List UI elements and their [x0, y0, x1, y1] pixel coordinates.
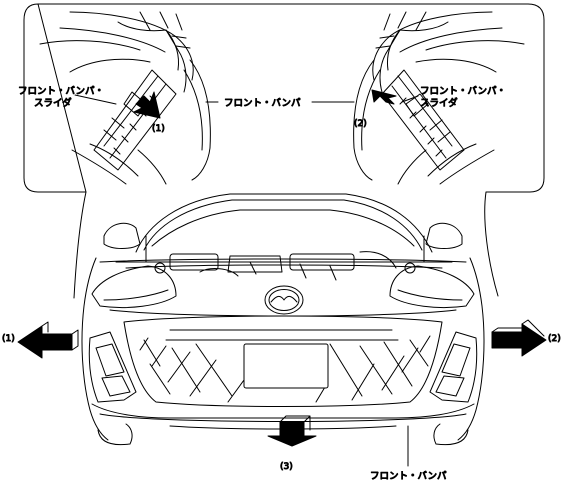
right-mirror [425, 222, 463, 249]
step-inset-left: (1) [152, 124, 165, 134]
label-slider-right-1: フロント・バンパ・ [420, 86, 506, 97]
label-slider-left-2: スライダ [34, 97, 72, 109]
license-plate [243, 343, 329, 389]
inset-right-fender-sketch [353, 11, 525, 185]
right-headlight [389, 265, 475, 309]
right-tire [433, 423, 469, 446]
label-slider-right-2: スライダ [420, 97, 458, 109]
step-arrow-down: (3) [280, 462, 293, 472]
arrow-left [17, 325, 73, 359]
label-slider-left-1: フロント・バンパ・ [18, 86, 104, 97]
left-fog-housing [88, 331, 137, 403]
leader-right-slider [401, 95, 419, 103]
body-outline [81, 257, 485, 441]
inset-left-arrow [133, 91, 161, 119]
step-arrow-left: (1) [2, 334, 15, 344]
emblem [264, 285, 304, 315]
leader-left-slider [74, 94, 117, 105]
detail-inset: フロント・バンパ・ スライダ フロント・バンパ フロント・バンパ・ スライダ (… [18, 3, 545, 299]
direction-arrows [17, 319, 547, 447]
label-bumper-inset: フロント・バンパ [224, 98, 301, 109]
left-tire [97, 423, 133, 446]
label-bumper-bottom: フロント・バンパ [370, 471, 447, 482]
left-headlight [91, 265, 177, 309]
inset-frame [23, 3, 545, 299]
inset-right-arrow [371, 89, 397, 105]
step-inset-right: (2) [354, 119, 367, 129]
arrow-right [491, 323, 547, 357]
inset-left-fender-sketch [39, 11, 211, 185]
car-front [81, 193, 485, 467]
left-mirror [103, 222, 141, 249]
grille [123, 315, 443, 407]
right-fog-housing [429, 331, 478, 403]
open-hood [135, 193, 433, 263]
engine-bay [115, 251, 453, 281]
step-arrow-right: (2) [548, 334, 561, 344]
arrow-down [267, 421, 317, 447]
